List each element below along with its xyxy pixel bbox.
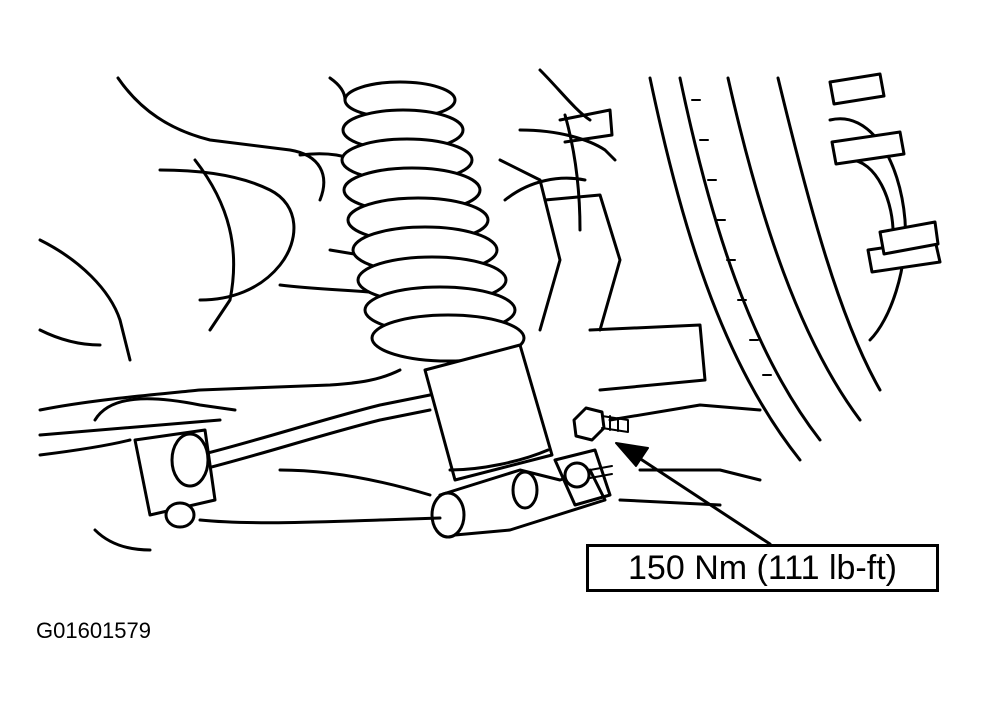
coil-spring [328, 76, 526, 363]
wheel-studs [828, 72, 942, 274]
callout-leader-arrow [615, 442, 772, 546]
knuckle-caliper [503, 108, 707, 392]
torque-callout-label: 150 Nm (111 lb-ft) [586, 544, 939, 592]
lower-arm [198, 403, 762, 525]
upper-bolt [572, 406, 629, 442]
shock-absorber [423, 343, 554, 482]
stabilizer-bar [93, 393, 432, 552]
lower-mount-bushing [430, 448, 613, 539]
figure-id: G01601579 [36, 618, 151, 643]
brake-rotor [648, 76, 907, 462]
frame-structure [38, 68, 592, 457]
